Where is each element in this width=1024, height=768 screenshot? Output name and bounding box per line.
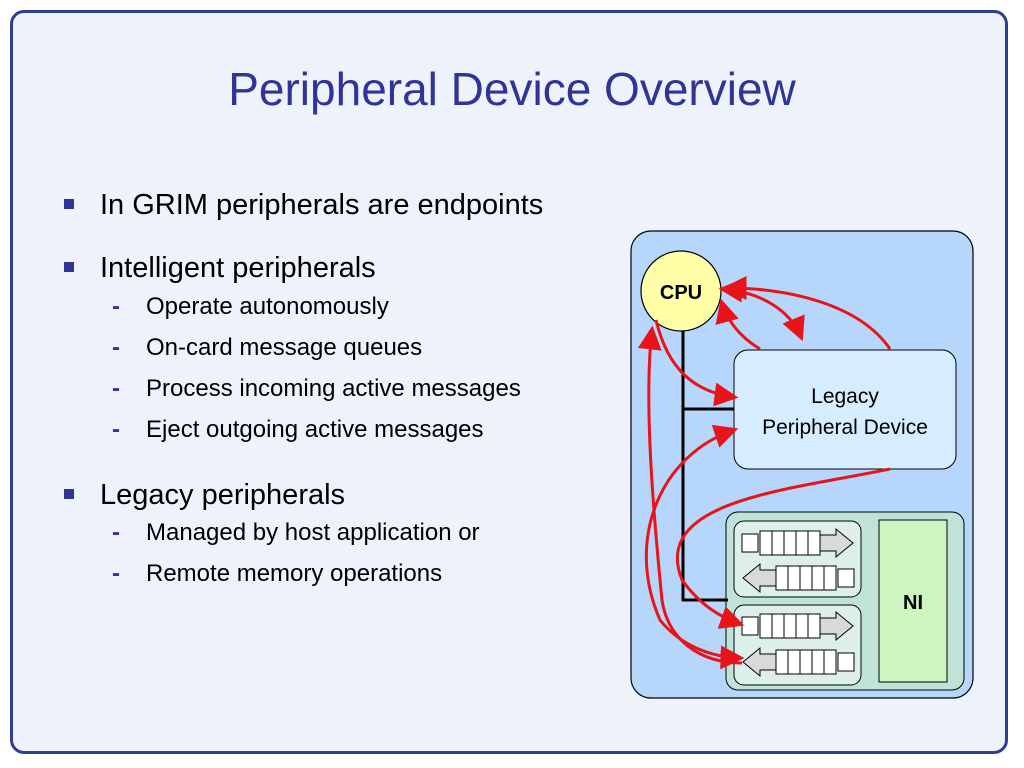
message-flow-arrows <box>637 276 892 670</box>
queue-outgoing-icon <box>741 610 854 642</box>
legacy-label-line2: Peripheral Device <box>762 416 928 439</box>
queue-group-top <box>733 520 862 598</box>
sub-bullet-text: Operate autonomously <box>146 292 389 320</box>
dash-bullet-icon: - <box>112 560 120 588</box>
bullet-grim-endpoints: In GRIM peripherals are endpoints <box>62 188 543 223</box>
sub-bullet: -Operate autonomously <box>62 286 543 327</box>
sub-bullet: -Process incoming active messages <box>62 368 543 409</box>
square-bullet-icon <box>64 261 74 272</box>
bullet-legacy: Legacy peripherals <box>62 478 543 513</box>
sub-bullet: -Remote memory operations <box>62 553 543 594</box>
ni-label: NI <box>903 592 923 614</box>
bullet-text: Legacy peripherals <box>100 478 346 511</box>
dash-bullet-icon: - <box>112 333 120 361</box>
queue-incoming-icon <box>742 646 855 678</box>
square-bullet-icon <box>64 199 74 209</box>
sub-bullet: -Managed by host application or <box>62 512 543 553</box>
sub-bullet-text: Managed by host application or <box>146 519 480 547</box>
sub-bullet-text: Remote memory operations <box>146 560 443 588</box>
bullet-text: Intelligent peripherals <box>100 251 376 284</box>
bullet-intelligent: Intelligent peripherals <box>62 251 543 286</box>
dash-bullet-icon: - <box>112 292 120 320</box>
queue-outgoing-icon <box>741 527 854 559</box>
ni-box <box>878 519 948 683</box>
slide-title: Peripheral Device Overview <box>228 63 796 115</box>
queue-incoming-icon <box>742 562 855 594</box>
dash-bullet-icon: - <box>112 519 120 547</box>
bullet-text: In GRIM peripherals are endpoints <box>100 189 544 221</box>
sub-bullet-text: Process incoming active messages <box>146 374 521 402</box>
dash-bullet-icon: - <box>112 415 120 443</box>
sub-bullet-text: Eject outgoing active messages <box>146 415 484 443</box>
bullet-list: In GRIM peripherals are endpoints Intell… <box>62 188 543 594</box>
arrow-legacy-to-outgoing-queue <box>675 467 891 629</box>
dash-bullet-icon: - <box>112 374 120 402</box>
arrow-queue-to-cpu <box>637 325 743 665</box>
legacy-label-line1: Legacy <box>811 385 879 408</box>
sub-bullet: -Eject outgoing active messages <box>62 409 543 450</box>
square-bullet-icon <box>64 488 74 499</box>
sub-bullet: -On-card message queues <box>62 327 543 368</box>
legacy-peripheral-box <box>733 349 957 470</box>
queue-group-bottom <box>733 604 862 686</box>
arrow-legacy-to-incoming-queue <box>644 424 745 670</box>
arrow-legacy-top-to-cpu <box>722 276 892 350</box>
cpu-label: CPU <box>660 282 702 304</box>
sub-bullet-text: On-card message queues <box>146 333 423 361</box>
